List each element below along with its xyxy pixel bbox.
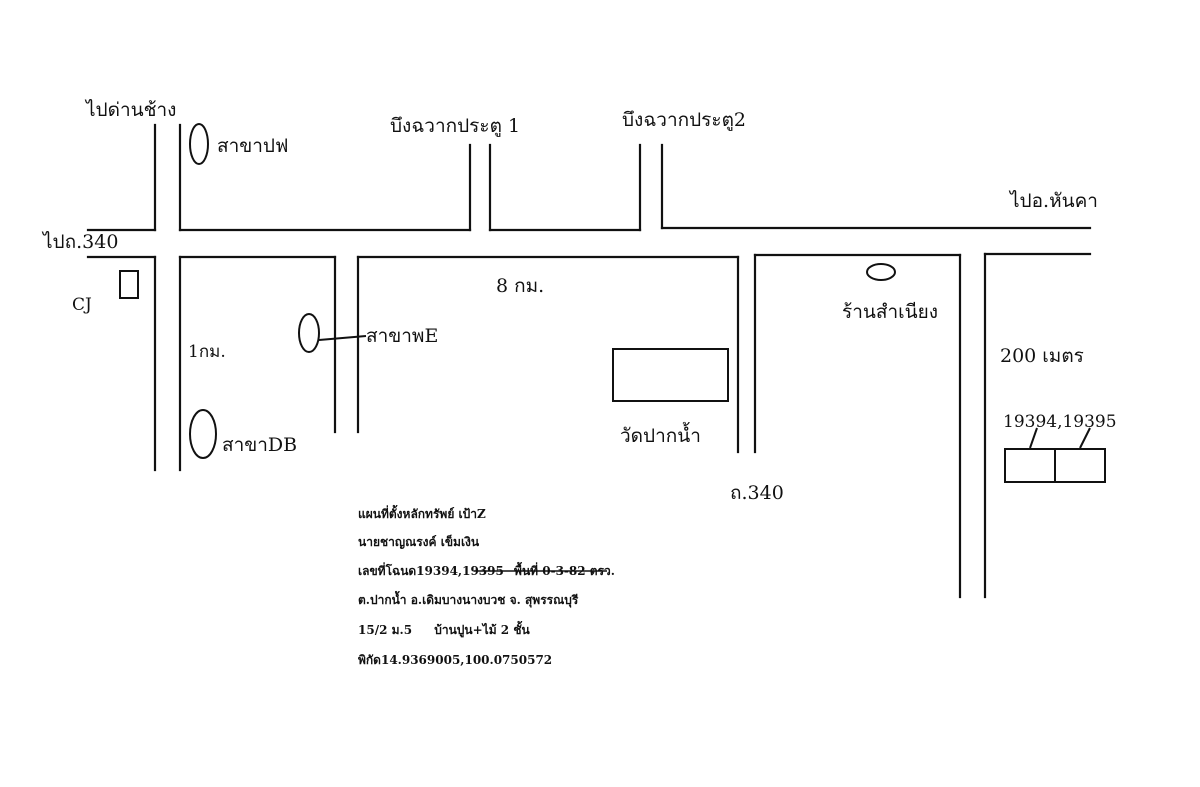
label-to-road340: ไปถ.340 <box>41 231 118 253</box>
label-wat-paknam: วัดปากน้ำ <box>620 422 701 447</box>
label-bueng-gate2: บึงฉวากประตู2 <box>622 109 746 131</box>
branch-e-marker <box>298 313 320 353</box>
road-340-south <box>736 253 757 454</box>
label-dist-8km: 8 กม. <box>496 275 544 297</box>
label-bueng-gate1: บึงฉวากประตู 1 <box>390 115 520 137</box>
label-branch-e: สาขาพE <box>366 325 438 347</box>
note-line6: พิกัด14.9369005,100.0750572 <box>358 653 552 667</box>
label-shop-samniang: ร้านสำเนียง <box>842 301 938 323</box>
label-branch-pf: สาขาปฟ <box>217 135 288 157</box>
main-road-lower-edge <box>86 252 1092 259</box>
label-road340: ถ.340 <box>730 482 784 504</box>
road-bueng-gate1 <box>468 143 492 232</box>
label-dist-200m: 200 เมตร <box>1000 345 1084 367</box>
property-plots <box>1004 427 1106 483</box>
note-line5b: บ้านปูน+ไม้ 2 ชั้น <box>434 620 530 638</box>
road-to-dan-chang <box>153 123 182 472</box>
road-bueng-gate2 <box>638 143 664 232</box>
property-note: แผนที่ตั้งหลักทรัพย์ เป้าZ นายชาญณรงค์ เ… <box>358 504 615 667</box>
label-branch-db: สาขาDB <box>222 434 297 456</box>
label-to-dan-chang: ไปด่านช้าง <box>84 99 176 121</box>
svg-text:15/2 ม.5 บ้านปูน+ไม้ 2 ช: 15/2 ม.5 บ้านปูน+ไม้ 2 ชั้น <box>358 620 530 638</box>
branch-e-pointer <box>318 335 367 341</box>
note-line3-struck: พื้นที่ 0-3-82 ตรว. <box>514 561 615 578</box>
note-line5a: 15/2 ม.5 <box>358 623 412 637</box>
label-dist-1km: 1กม. <box>188 342 226 362</box>
note-line2: นายชาญณรงค์ เข็มเงิน <box>358 534 480 549</box>
note-line3: เลขที่โฉนด19394,19395 <box>358 562 504 578</box>
main-road-upper-edge <box>86 226 1092 232</box>
branch-pf-marker <box>189 123 209 165</box>
road-branch-e <box>333 255 360 434</box>
label-cj: CJ <box>72 295 92 315</box>
note-line1: แผนที่ตั้งหลักทรัพย์ เป้าZ <box>358 504 486 521</box>
svg-text:เลขที่โฉนด19394,19395 พื: เลขที่โฉนด19394,19395 พื้นที่ 0-3-82 ตรว… <box>358 561 615 578</box>
branch-db-marker <box>189 409 217 459</box>
cj-store-marker <box>119 270 139 299</box>
wat-paknam-marker <box>612 348 729 402</box>
label-to-hankha: ไปอ.หันคา <box>1008 190 1098 212</box>
label-plot-numbers: 19394,19395 <box>1003 412 1117 432</box>
shop-samniang-marker <box>866 263 896 281</box>
note-line4: ต.ปากน้ำ อ.เดิมบางนางบวช จ. สุพรรณบุรี <box>358 590 579 608</box>
road-to-property <box>958 252 987 599</box>
